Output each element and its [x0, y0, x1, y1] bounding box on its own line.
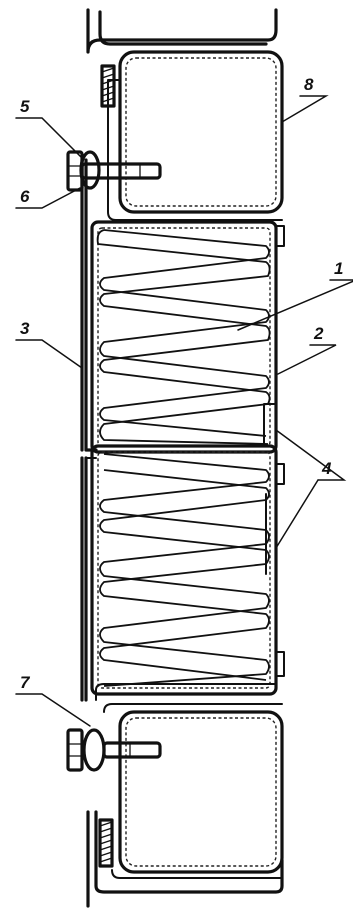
- label-2: 2: [313, 324, 324, 343]
- lower-insulation-zigzag: [99, 453, 270, 687]
- lower-insulated-panel: [90, 444, 285, 696]
- label-1: 1: [334, 259, 343, 278]
- bottom-seal-hatching: [99, 821, 113, 863]
- top-seal-hatching: [101, 67, 115, 103]
- leader-6: [15, 187, 81, 209]
- leader-4a: [275, 429, 347, 481]
- label-4: 4: [321, 459, 332, 478]
- label-7: 7: [20, 673, 31, 692]
- leader-8: [281, 95, 329, 123]
- outer-sheet: [80, 158, 98, 702]
- leader-1: [237, 279, 353, 331]
- label-3: 3: [20, 319, 30, 338]
- label-5: 5: [20, 97, 30, 116]
- label-6: 6: [20, 187, 30, 206]
- upper-insulated-panel: [90, 220, 285, 454]
- callout-labels: 5 6 8 1 3 2 4 7: [20, 75, 343, 692]
- leader-7: [15, 693, 91, 727]
- leader-4b: [275, 479, 319, 549]
- leader-2: [277, 344, 337, 375]
- label-8: 8: [304, 75, 314, 94]
- leader-lines: [15, 95, 353, 727]
- bottom-bolt: [66, 728, 162, 772]
- top-steel-profile: [86, 8, 284, 221]
- leader-5: [15, 117, 83, 159]
- upper-insulation-zigzag: [96, 229, 271, 445]
- bottom-steel-profile: [86, 683, 284, 908]
- leader-3: [15, 339, 83, 369]
